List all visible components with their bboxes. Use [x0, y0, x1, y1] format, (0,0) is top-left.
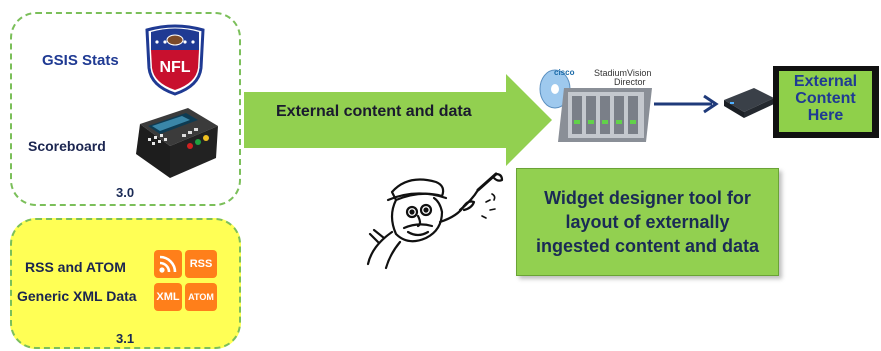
server-icon	[558, 88, 652, 142]
callout-line-3: ingested content and data	[535, 236, 760, 256]
external-content-arrow-label: External content and data	[276, 103, 472, 120]
designer-character-icon	[366, 172, 504, 270]
xml-icon: XML	[154, 283, 182, 311]
gsis-stats-label: GSIS Stats	[42, 52, 119, 69]
screen-line-3: Here	[807, 107, 844, 124]
version-3-0-label: 3.0	[116, 185, 135, 200]
external-content-arrow	[244, 74, 552, 166]
source-group-3-0	[10, 12, 241, 206]
atom-icon: ATOM	[185, 283, 217, 311]
output-arrow	[654, 94, 719, 114]
cisco-brand: cisco	[554, 68, 575, 77]
callout-line-2: layout of externally	[565, 212, 730, 232]
scoreboard-label: Scoreboard	[28, 138, 106, 154]
rss-atom-label: RSS and ATOM	[25, 259, 126, 275]
disc-icon	[539, 69, 571, 109]
callout-line-1: Widget designer tool for	[544, 188, 751, 208]
screen-line-1: External	[793, 73, 858, 90]
version-3-1-label: 3.1	[116, 331, 135, 346]
nfl-logo-icon: NFL	[145, 24, 205, 96]
display-screen-content	[779, 71, 872, 132]
display-screen-text: External Content Here	[779, 73, 872, 124]
rss-icon	[154, 250, 182, 278]
scoreboard-device-icon	[136, 108, 218, 178]
screen-line-2: Content	[795, 90, 856, 107]
widget-designer-callout-text: Widget designer tool for layout of exter…	[516, 186, 779, 258]
widget-designer-callout	[516, 168, 779, 276]
generic-xml-label: Generic XML Data	[17, 288, 137, 304]
media-player-icon	[724, 88, 774, 118]
director-name-line1: StadiumVision	[594, 68, 652, 78]
nfl-logo-text: NFL	[159, 59, 190, 76]
rss-tile: RSS	[185, 250, 217, 278]
director-name-line2: Director	[614, 77, 646, 87]
